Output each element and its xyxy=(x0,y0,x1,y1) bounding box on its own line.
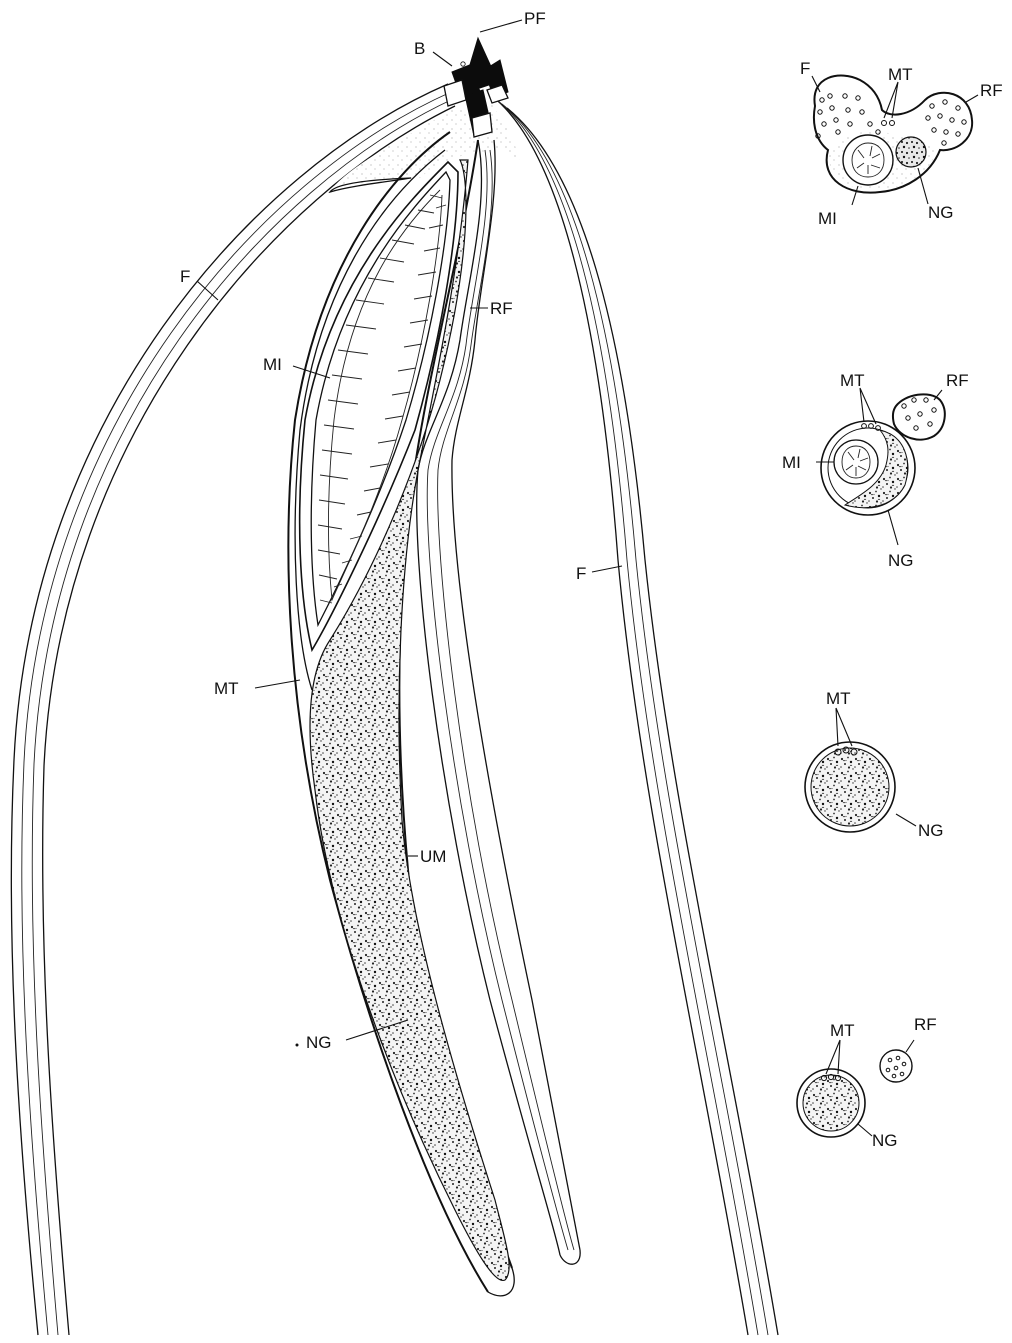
cross-section-1: F MT RF MI NG xyxy=(800,59,1003,228)
cs2-label-rf: RF xyxy=(946,371,969,390)
cross-section-4: MT RF NG xyxy=(797,1015,937,1150)
label-f-left: F xyxy=(180,267,190,286)
cs3-label-ng: NG xyxy=(918,821,944,840)
right-flagellum xyxy=(492,96,778,1335)
cs3-label-mt: MT xyxy=(826,689,851,708)
cross-section-2: MT RF MI NG xyxy=(782,371,969,570)
label-pf: PF xyxy=(524,9,546,28)
b-leader xyxy=(433,52,452,66)
cs2-label-ng: NG xyxy=(888,551,914,570)
cs1-label-mt: MT xyxy=(888,65,913,84)
label-mi: MI xyxy=(263,355,282,374)
label-um: UM xyxy=(420,847,446,866)
cs1-label-rf: RF xyxy=(980,81,1003,100)
label-mt: MT xyxy=(214,679,239,698)
cs1-label-f: F xyxy=(800,59,810,78)
label-b: B xyxy=(414,39,425,58)
cs1-label-ng: NG xyxy=(928,203,954,222)
cs2-label-mi: MI xyxy=(782,453,801,472)
f-left-leader xyxy=(197,281,218,300)
cs4-label-mt: MT xyxy=(830,1021,855,1040)
cs4-label-ng: NG xyxy=(872,1131,898,1150)
label-ng: NG xyxy=(306,1033,332,1052)
longitudinal-section: PF B F RF MI F MT UM NG xyxy=(11,9,778,1335)
mt-leader xyxy=(255,680,300,688)
pf-leader xyxy=(480,20,522,32)
cross-section-3: MT NG xyxy=(805,689,944,840)
f-right-leader xyxy=(592,566,622,572)
label-rf: RF xyxy=(490,299,513,318)
label-f-right: F xyxy=(576,564,586,583)
cs1-label-mi: MI xyxy=(818,209,837,228)
cs2-label-mt: MT xyxy=(840,371,865,390)
cs4-label-rf: RF xyxy=(914,1015,937,1034)
